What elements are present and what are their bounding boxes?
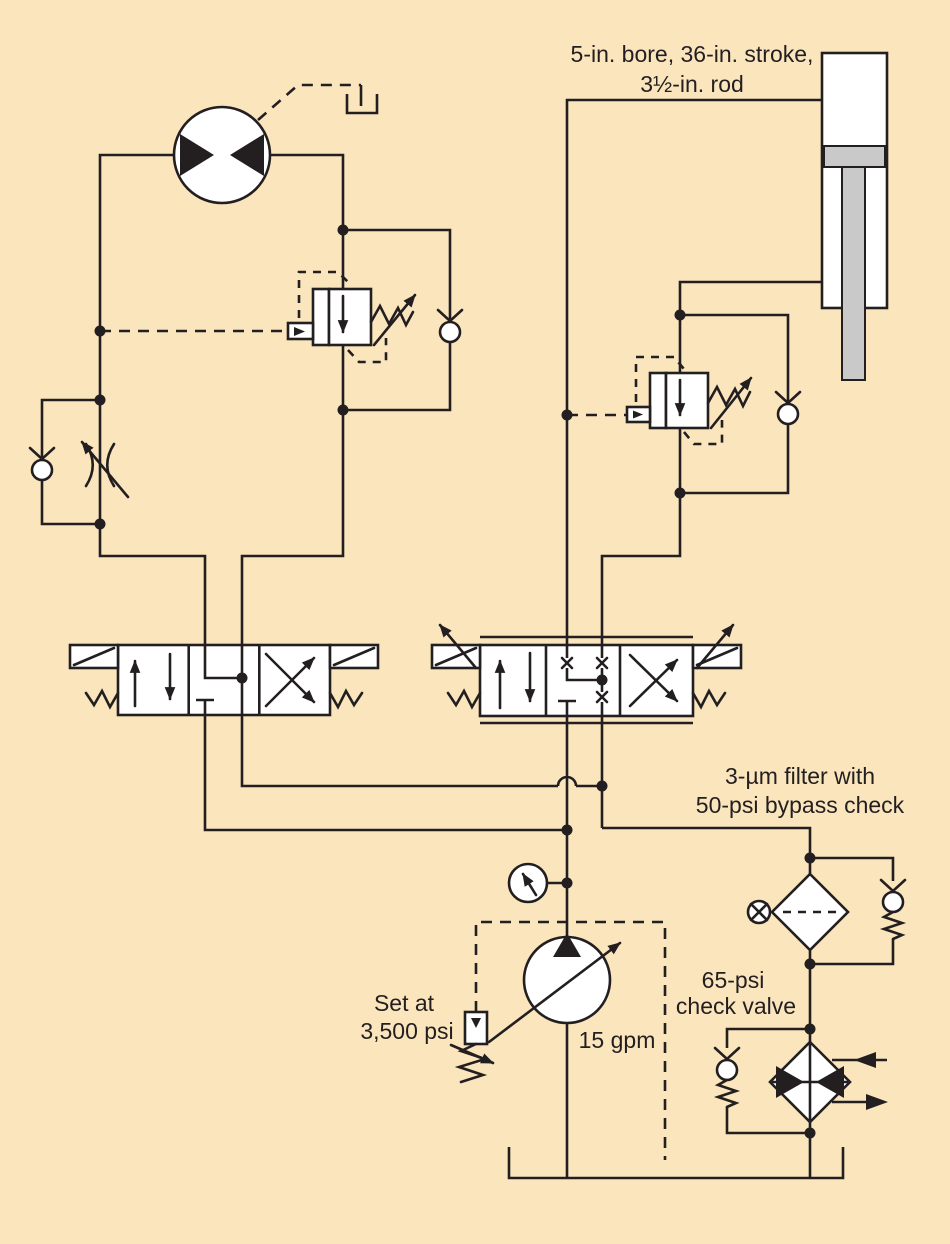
spring-right — [691, 688, 727, 710]
relief-setting-line2: 3,500 psi — [360, 1018, 453, 1044]
bypass-check-ball — [881, 890, 905, 914]
check-valve-note-line2: check valve — [676, 993, 796, 1019]
pilot-arrow-icon — [633, 410, 643, 419]
coolant-in-arrow — [854, 1052, 876, 1068]
heat-exchanger-cooler — [768, 1040, 888, 1124]
hydraulic-motor — [172, 105, 272, 205]
restrictor-arc-right — [105, 442, 116, 488]
prop-arrow-left — [438, 623, 478, 670]
relief-setting-line1: Set at — [374, 990, 435, 1016]
check-ball — [715, 1058, 739, 1082]
prop-arrow-right — [695, 623, 735, 670]
cb-right-pilot-passage — [634, 355, 685, 402]
cb-right-drain-passage — [683, 420, 724, 446]
bypass-spring — [879, 910, 907, 941]
directional-valve-left — [68, 643, 380, 717]
pump-enclosure-drain — [474, 920, 667, 1160]
check-valve-note-line1: 65-psi — [702, 967, 765, 993]
check-ball — [776, 402, 800, 426]
check-valve-left-branch — [436, 308, 464, 344]
spring — [369, 303, 415, 328]
pump-flow-label: 15 gpm — [579, 1027, 656, 1053]
motor-triangle-left — [180, 134, 214, 176]
motor-case-drain-line — [257, 83, 361, 121]
flow-control-with-bypass-check — [28, 440, 130, 499]
valve-body — [116, 643, 332, 717]
spring-left — [84, 688, 120, 710]
spring-right — [328, 688, 364, 710]
check-spring — [713, 1078, 741, 1109]
compensator-adjust-arrow — [449, 1043, 495, 1065]
reservoir — [507, 1147, 845, 1180]
counterbalance-valve-left — [286, 287, 417, 347]
cooler-triangle-left — [776, 1066, 804, 1098]
pressure-gauge — [507, 862, 549, 904]
variable-displacement-pump — [449, 933, 622, 1084]
spring — [706, 384, 752, 409]
line-crossover-hop — [556, 775, 578, 787]
directional-valve-right — [430, 623, 743, 725]
adjustable-arrow — [372, 293, 417, 347]
pump-outlet-triangle — [553, 933, 581, 957]
motor-drain-reservoir — [345, 85, 379, 115]
adjustable-arrow — [80, 440, 130, 499]
adjustable-arrow — [709, 376, 753, 430]
compensator-arrow-icon — [471, 1018, 481, 1028]
check-ball — [30, 458, 54, 482]
cylinder-rod — [841, 166, 866, 381]
filter-note-line1: 3-µm filter with — [725, 763, 875, 789]
annotations: 5-in. bore, 36-in. stroke, 3½-in. rod 3-… — [360, 41, 904, 1053]
cylinder-spec-label-line1: 5-in. bore, 36-in. stroke, — [571, 41, 814, 67]
junction-dots — [94, 224, 816, 1139]
cylinder-spec-label-line2: 3½-in. rod — [640, 71, 744, 97]
variable-displacement-arrow — [487, 941, 622, 1044]
cb-left-pilot-passage — [297, 270, 351, 318]
cylinder — [820, 51, 889, 381]
filter-diamond — [770, 872, 850, 952]
return-filter — [746, 872, 907, 952]
cooler-triangle-right — [816, 1066, 844, 1098]
spring-left — [446, 688, 482, 710]
gauge-needle — [521, 872, 538, 897]
coolant-out-arrow — [866, 1094, 888, 1110]
check-valve-right-branch — [774, 390, 802, 426]
check-ball — [438, 320, 462, 344]
counterbalance-valve-right — [625, 371, 753, 430]
filter-note-line2: 50-psi bypass check — [696, 792, 905, 818]
pilot-arrow-icon — [294, 327, 305, 336]
motor-triangle-right — [230, 134, 264, 176]
cylinder-piston — [823, 145, 886, 168]
drain-tank-icon — [345, 94, 379, 115]
cooler-bypass-check-valve — [713, 1046, 741, 1109]
